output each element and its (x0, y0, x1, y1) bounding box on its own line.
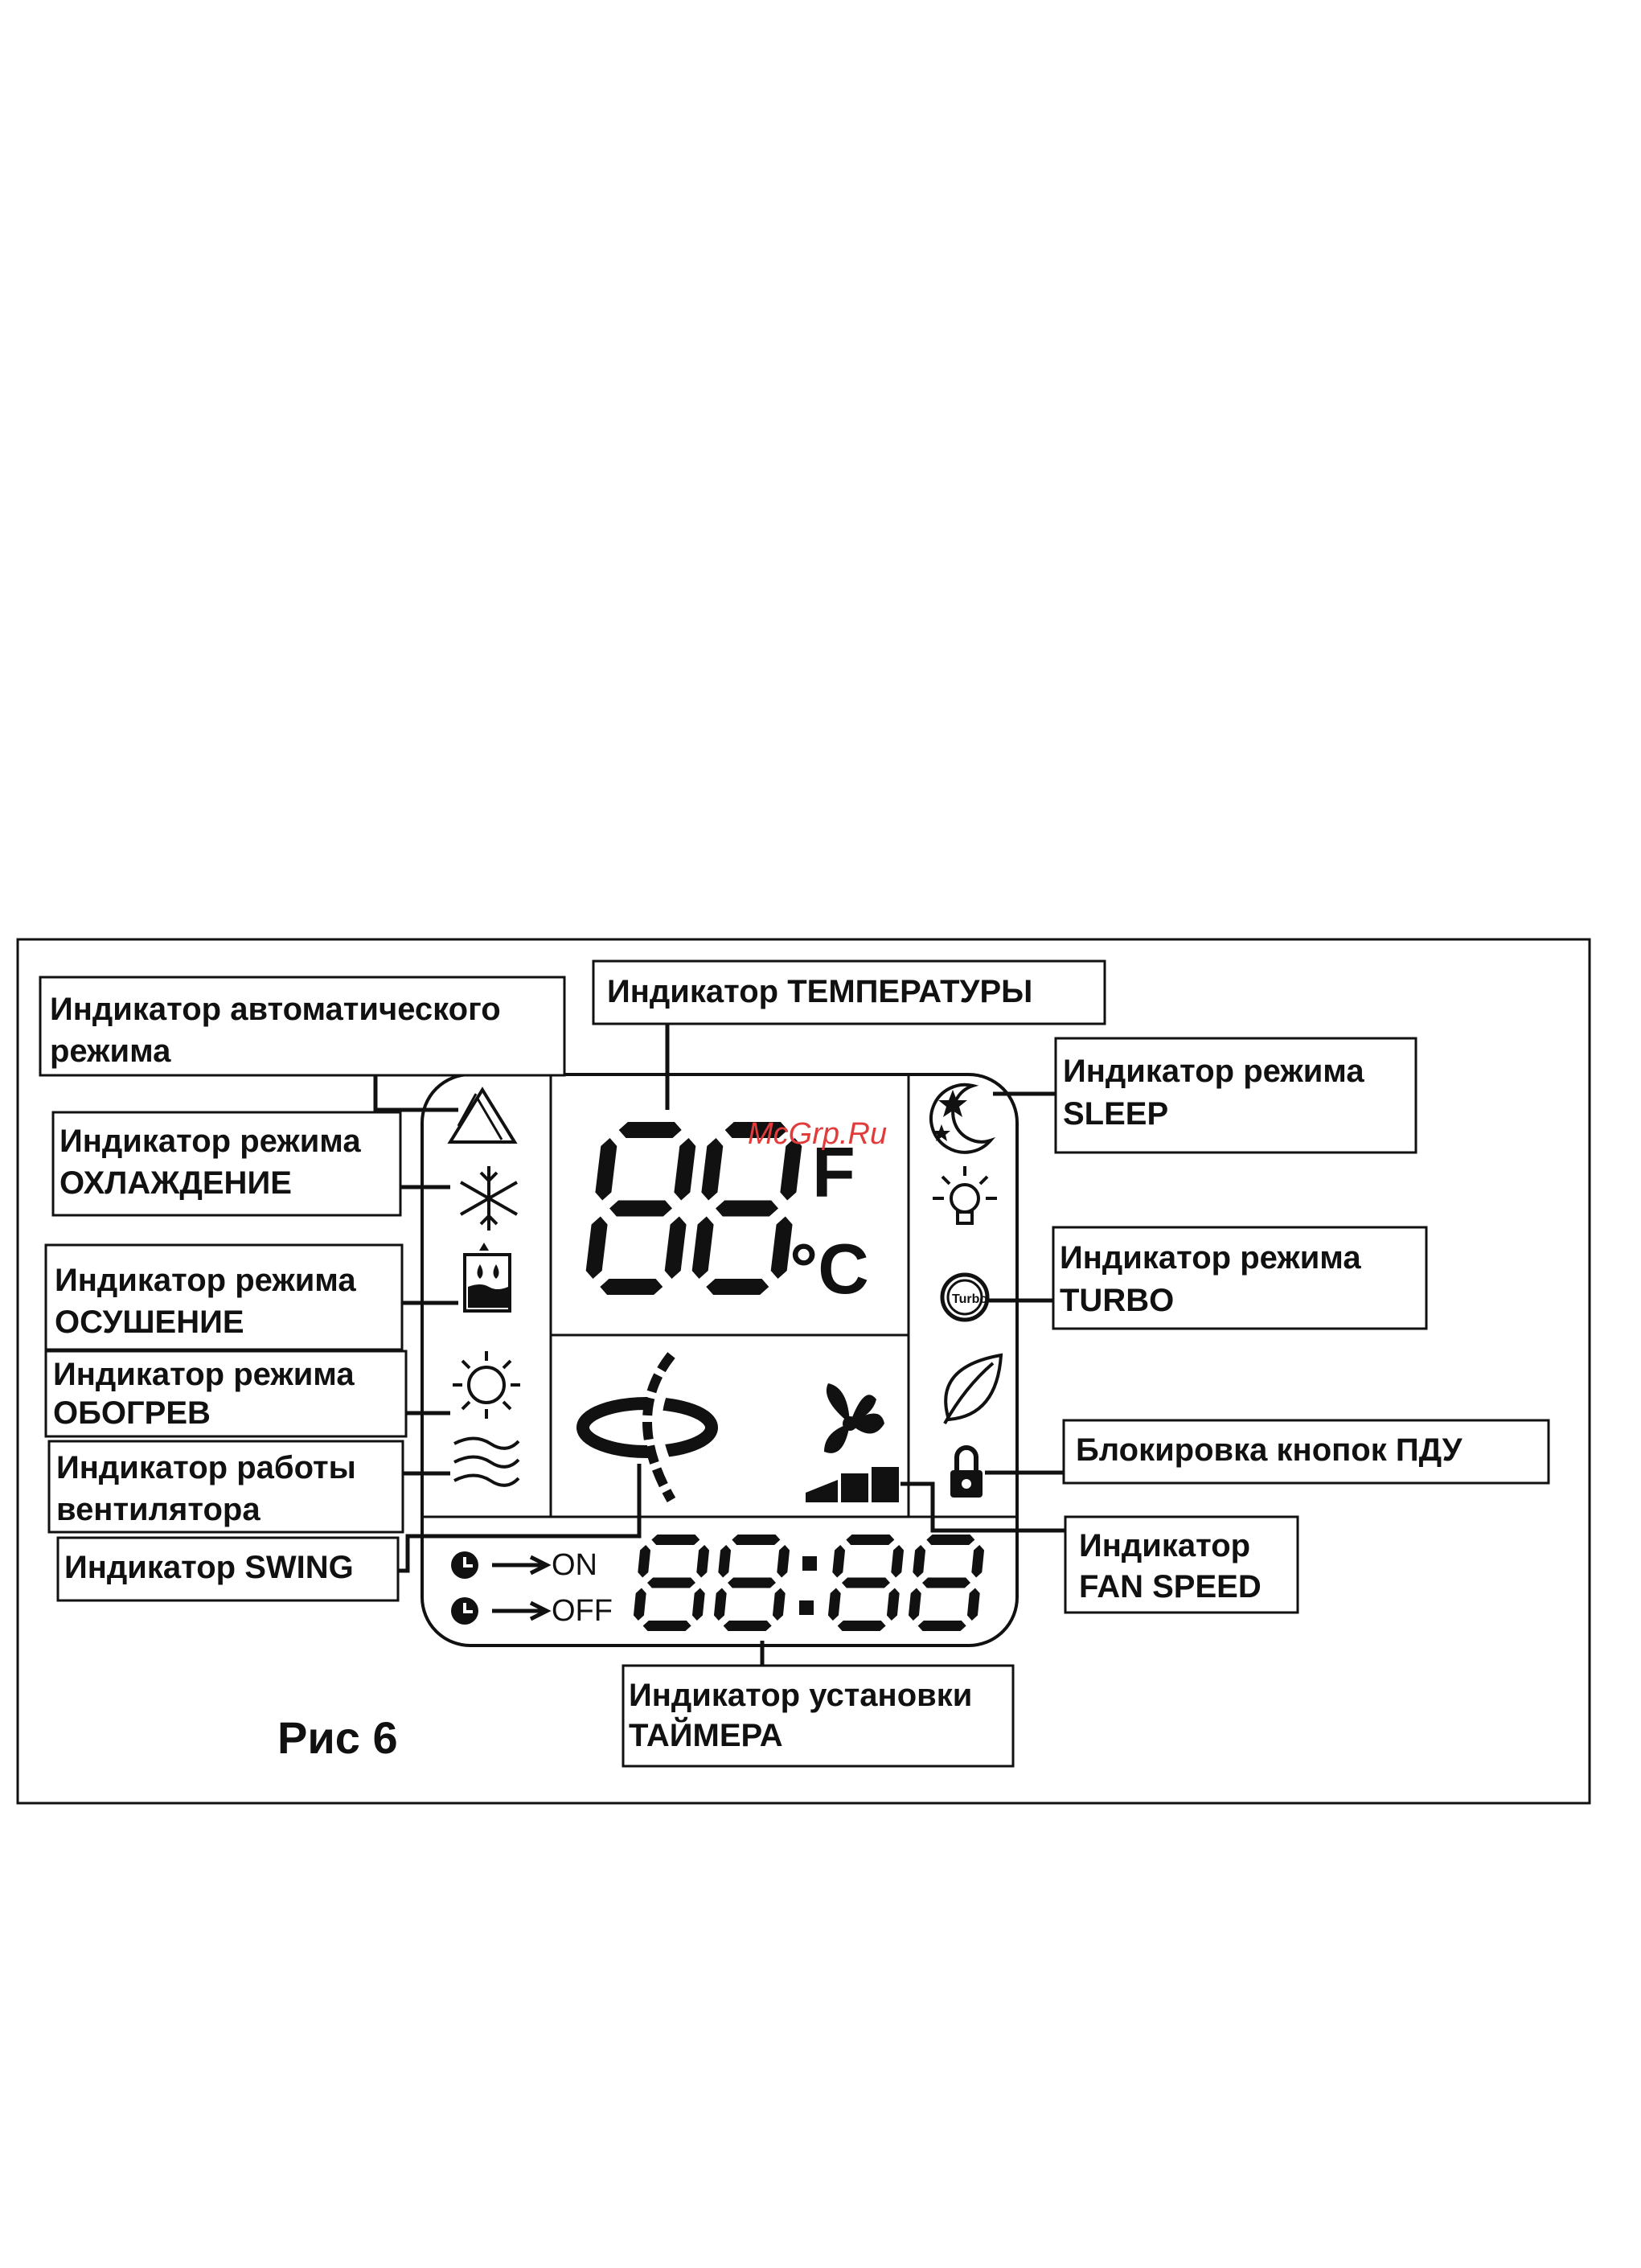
segment (724, 1122, 788, 1138)
segment (701, 1138, 724, 1201)
unit-c: °C (790, 1229, 869, 1309)
segment (966, 1588, 980, 1621)
segment (926, 1535, 975, 1545)
label-fan-line1: Индикатор работы (56, 1450, 356, 1485)
timer-on-text: ON (552, 1548, 597, 1582)
segment (837, 1621, 886, 1631)
segment (633, 1588, 646, 1621)
swing-icon (576, 1352, 718, 1502)
segment (713, 1588, 727, 1621)
timer-off-text: OFF (552, 1594, 613, 1628)
segment (718, 1545, 732, 1578)
label-temperature: Индикатор ТЕМПЕРАТУРЫ (607, 974, 1032, 1009)
label-fan-speed-line2: FAN SPEED (1079, 1569, 1262, 1604)
leader-lines (373, 1024, 1065, 1666)
dry-icon (463, 1243, 511, 1313)
label-sleep-line2: SLEEP (1063, 1096, 1168, 1132)
label-timer-line2: ТАЙМЕРА (629, 1716, 783, 1753)
label-swing: Индикатор SWING (64, 1550, 354, 1585)
segment (971, 1545, 985, 1578)
segment (706, 1279, 769, 1295)
label-auto-line2: режима (50, 1033, 171, 1069)
segment (600, 1279, 663, 1295)
segment (595, 1138, 617, 1201)
temperature-digit (691, 1122, 802, 1295)
fan-speed-bars-icon (806, 1467, 899, 1502)
segment (842, 1577, 890, 1588)
segment (780, 1138, 802, 1201)
sleep-moon-icon (929, 1083, 996, 1154)
auto-mode-icon (447, 1087, 518, 1144)
temperature-digits (585, 1122, 802, 1295)
clock-colon-dot (799, 1600, 814, 1615)
segment (691, 1588, 705, 1621)
segment (696, 1545, 710, 1578)
segment (651, 1535, 700, 1545)
segment (913, 1545, 926, 1578)
label-fan-line2: вентилятора (56, 1492, 261, 1527)
figure-caption: Рис 6 (277, 1712, 398, 1763)
segment (642, 1621, 691, 1631)
temperature-digit (585, 1122, 696, 1295)
segment (922, 1577, 970, 1588)
label-turbo-line1: Индикатор режима (1060, 1240, 1361, 1276)
clock-digit (908, 1535, 985, 1631)
unit-f: F (812, 1132, 855, 1212)
segment (647, 1577, 695, 1588)
svg-text:Turbo: Turbo (952, 1292, 987, 1306)
segment (638, 1545, 651, 1578)
label-dry-line1: Индикатор режима (55, 1263, 356, 1298)
clock-digit (633, 1535, 710, 1631)
segment (772, 1588, 786, 1621)
segment (917, 1621, 966, 1631)
watermark: McGrp.Ru (748, 1117, 887, 1151)
label-lock: Блокировка кнопок ПДУ (1076, 1432, 1463, 1468)
label-dry-line2: ОСУШЕНИЕ (55, 1305, 244, 1340)
timer-digits (633, 1535, 985, 1631)
figure-frame (16, 938, 1591, 1805)
label-sleep-line1: Индикатор режима (1063, 1054, 1364, 1089)
segment (674, 1138, 696, 1201)
segment (618, 1122, 682, 1138)
label-cool-line1: Индикатор режима (59, 1124, 361, 1159)
segment (585, 1216, 608, 1279)
turbo-icon: Turbo (940, 1272, 990, 1322)
segment (732, 1535, 781, 1545)
clock-digit (827, 1535, 905, 1631)
label-turbo-line2: TURBO (1060, 1283, 1174, 1318)
segment (716, 1200, 778, 1217)
label-heat-line2: ОБОГРЕВ (53, 1395, 211, 1431)
segment (664, 1216, 687, 1279)
segment (777, 1545, 790, 1578)
label-cool-line2: ОХЛАЖДЕНИЕ (59, 1165, 292, 1201)
lock-icon (950, 1445, 983, 1498)
bulb-icon (933, 1166, 997, 1225)
segment (846, 1535, 895, 1545)
fan-wind-icon (453, 1436, 520, 1487)
segment (691, 1216, 714, 1279)
leaf-icon (943, 1353, 1003, 1424)
segment (723, 1621, 772, 1631)
segment (886, 1588, 900, 1621)
label-fan-speed-line1: Индикатор (1079, 1528, 1250, 1563)
clock-colon-dot (802, 1556, 817, 1571)
label-timer-line1: Индикатор установки (629, 1678, 972, 1713)
lcd-panel (421, 1073, 1019, 1647)
sun-icon (453, 1351, 520, 1419)
snowflake-icon (460, 1166, 518, 1231)
label-auto-line1: Индикатор автоматического (50, 992, 501, 1027)
segment (832, 1545, 846, 1578)
segment (609, 1200, 672, 1217)
segment (827, 1588, 841, 1621)
segment (770, 1216, 793, 1279)
segment (891, 1545, 905, 1578)
label-heat-line1: Индикатор режима (53, 1357, 355, 1392)
segment (908, 1588, 921, 1621)
fan-icon (824, 1383, 884, 1453)
timer-clock-icon (451, 1551, 552, 1625)
clock-digit (713, 1535, 790, 1631)
segment (728, 1577, 776, 1588)
